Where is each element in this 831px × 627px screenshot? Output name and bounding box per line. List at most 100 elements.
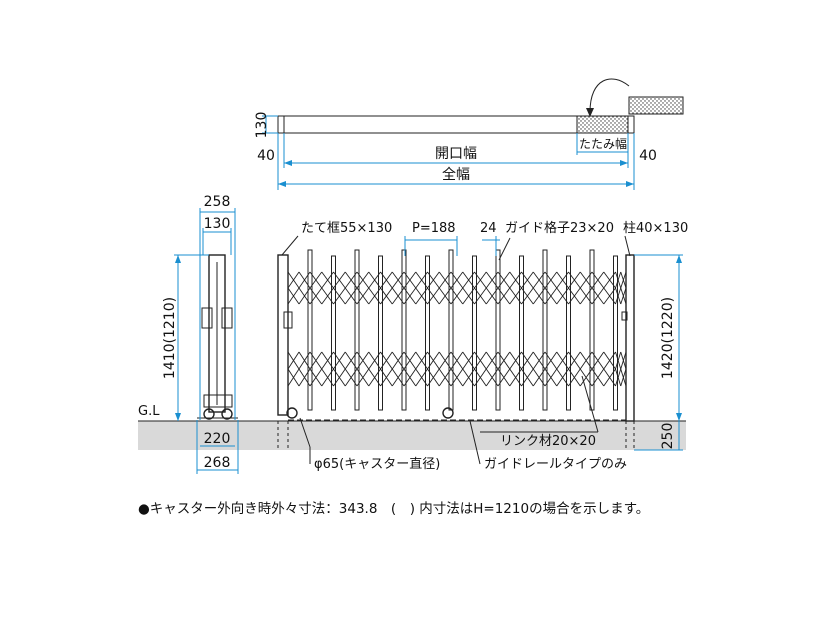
- link-member: [438, 271, 452, 289]
- link-member: [368, 351, 381, 370]
- front-view: たて框55×130 P=188 24 ガイド格子23×20 柱40×130 14…: [277, 220, 688, 472]
- link-member: [474, 351, 499, 387]
- link-member-label: リンク材20×20: [500, 434, 596, 449]
- link-member: [591, 351, 605, 370]
- link-member: [474, 368, 487, 387]
- link-member: [403, 351, 428, 387]
- gate-bar: [495, 249, 501, 411]
- gate-bar: [448, 249, 454, 411]
- link-member: [380, 271, 393, 289]
- link-member: [620, 368, 627, 387]
- link-member: [556, 351, 569, 370]
- link-member: [298, 368, 311, 387]
- link-member: [391, 271, 405, 289]
- link-member: [579, 368, 593, 387]
- side-post: [208, 254, 226, 413]
- link-member: [497, 368, 511, 387]
- link-member: [391, 351, 405, 370]
- link-member: [579, 287, 593, 305]
- link-member: [287, 271, 300, 289]
- link-member: [579, 351, 593, 370]
- link-member: [509, 351, 522, 370]
- gate-bar: [566, 255, 571, 411]
- link-member: [474, 271, 499, 305]
- footnote: ●キャスター外向き時外々寸法：343.8 ( ) 内寸法はH=1210の場合を示…: [138, 501, 650, 517]
- gate-bar: [613, 255, 618, 411]
- fold-width-label: たたみ幅: [579, 136, 627, 151]
- gate-bar: [307, 249, 313, 411]
- link-member: [544, 368, 558, 387]
- link-member: [497, 287, 511, 305]
- link-member: [620, 271, 627, 289]
- link-member: [287, 351, 300, 370]
- link-member: [380, 351, 405, 387]
- link-member: [568, 351, 581, 370]
- right-post: [625, 254, 635, 422]
- folded-stack-hatch: [576, 115, 629, 134]
- link-member: [391, 368, 405, 387]
- link-member: [462, 368, 475, 387]
- link-member: [427, 271, 440, 289]
- ground-fill: [138, 421, 686, 450]
- guide-lattice-label: ガイド格子23×20: [505, 220, 614, 236]
- link-member: [450, 271, 475, 305]
- link-member: [568, 287, 581, 305]
- link-member: [544, 351, 569, 387]
- link-member: [462, 271, 475, 289]
- link-member: [438, 351, 452, 370]
- link-member: [521, 271, 546, 305]
- link-member: [344, 351, 358, 370]
- link-member: [403, 287, 417, 305]
- gate-bar: [331, 255, 336, 411]
- top-height-label: 130: [254, 112, 270, 139]
- link-member: [309, 368, 323, 387]
- link-member: [591, 271, 605, 289]
- base-220-label: 220: [204, 431, 231, 447]
- gate-bar: [378, 255, 383, 411]
- link-member: [427, 271, 452, 305]
- link-member: [403, 351, 417, 370]
- link-member: [474, 351, 487, 370]
- pitch-label: P=188: [412, 221, 456, 236]
- link-member: [556, 271, 569, 289]
- link-member: [450, 287, 464, 305]
- link-member: [380, 287, 393, 305]
- link-member: [474, 271, 487, 289]
- gate-bar: [519, 255, 524, 411]
- link-member: [509, 271, 522, 289]
- ground-label: G.L: [138, 404, 160, 419]
- side-height-label: 1410(1210): [162, 297, 178, 379]
- side-view: 258 130 1410(1210) 220 268: [162, 194, 239, 474]
- link-member: [568, 368, 581, 387]
- link-member: [309, 351, 323, 370]
- link-member: [462, 351, 475, 370]
- link-member: [497, 351, 522, 387]
- link-member: [321, 271, 334, 289]
- link-member: [321, 287, 334, 305]
- link-member: [497, 351, 511, 370]
- link-member: [591, 368, 605, 387]
- link-member: [287, 271, 311, 305]
- post-label: 柱40×130: [623, 221, 688, 236]
- gate-bar: [542, 249, 548, 411]
- link-member: [356, 287, 370, 305]
- side-caster-right: [221, 408, 233, 420]
- link-member: [415, 351, 428, 370]
- top-view-gate-body: [277, 115, 635, 134]
- link-member: [344, 271, 358, 289]
- link-member: [579, 271, 593, 289]
- link-member: [521, 368, 534, 387]
- link-member: [427, 287, 440, 305]
- side-post-depth-label: 130: [204, 216, 231, 232]
- link-member: [509, 368, 522, 387]
- link-member: [450, 271, 464, 289]
- link-member: [380, 351, 393, 370]
- link-member: [497, 271, 522, 305]
- embed-depth-label: 250: [660, 423, 676, 450]
- link-member: [556, 368, 569, 387]
- link-member: [298, 351, 311, 370]
- link-member: [450, 368, 464, 387]
- link-member: [287, 287, 300, 305]
- link-member: [356, 271, 381, 305]
